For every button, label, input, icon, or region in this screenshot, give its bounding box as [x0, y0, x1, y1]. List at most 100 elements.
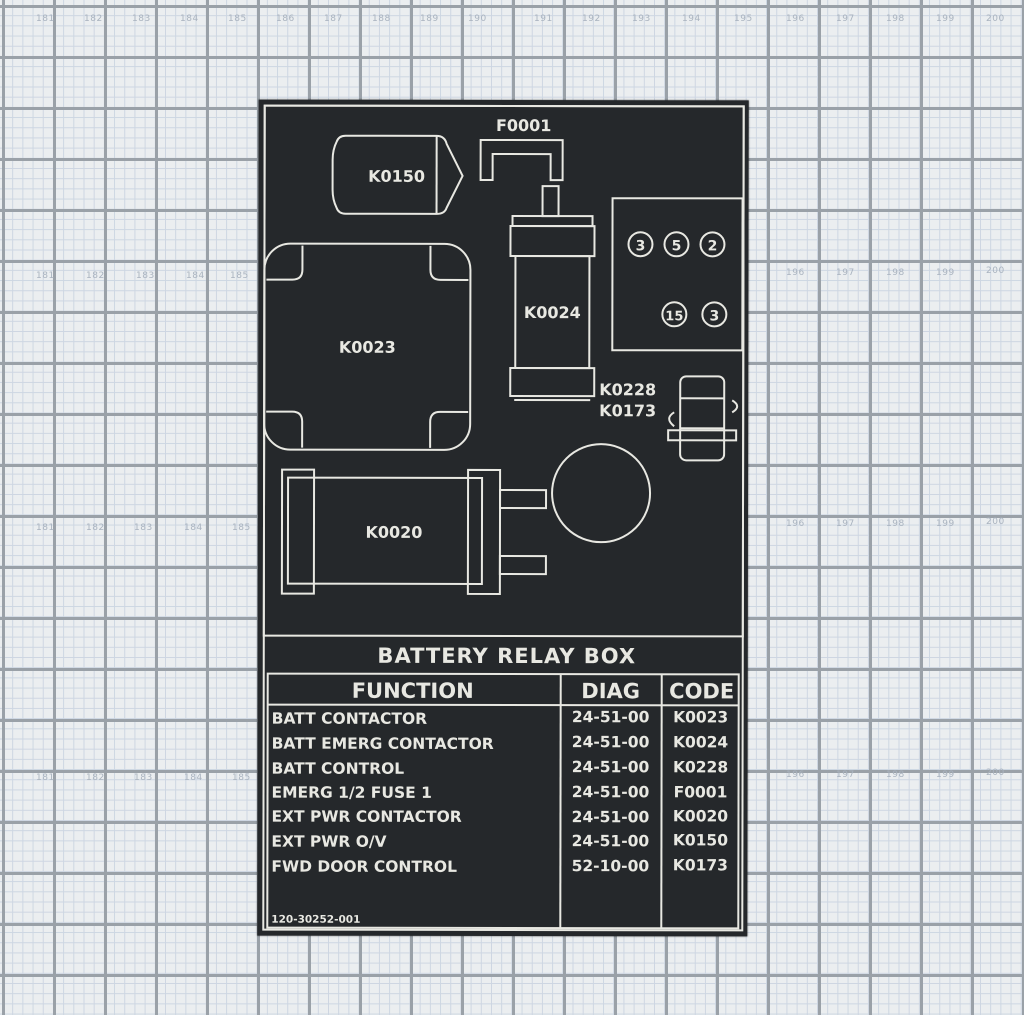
grid-number: 181 — [36, 271, 55, 281]
k0020-contactor-shape — [280, 468, 548, 595]
row-diag: 24-51-00 — [572, 783, 650, 801]
k0150-label: K0150 — [368, 167, 425, 186]
grid-number: 199 — [936, 770, 955, 780]
terminal-5 — [663, 231, 690, 258]
grid-number: 197 — [836, 14, 855, 24]
table-row: FWD DOOR CONTROL 52-10-00 K0173 — [271, 856, 728, 876]
row-function: BATT CONTROL — [272, 760, 405, 778]
grid-number: 196 — [786, 519, 805, 529]
battery-relay-box-placard: K0150 F0001 K0024 K0023 K0228 K0173 K002… — [257, 99, 749, 937]
row-code: K0023 — [673, 708, 728, 726]
grid-number: 196 — [786, 770, 805, 780]
header-code: CODE — [669, 679, 734, 703]
k0228-k0173-relay-shape — [667, 375, 739, 462]
k0023-label: K0023 — [339, 338, 396, 357]
k0024-relay-shape — [509, 185, 596, 402]
k0020-label: K0020 — [365, 523, 422, 542]
round-component — [551, 443, 652, 544]
k0150-relay-shape — [331, 134, 464, 215]
grid-number: 183 — [134, 523, 153, 533]
part-number: 120-30252-001 — [271, 914, 360, 926]
grid-number: 200 — [986, 768, 1005, 778]
terminal-2 — [699, 231, 726, 258]
row-diag: 24-51-00 — [572, 708, 650, 726]
grid-number: 185 — [230, 271, 249, 281]
grid-number: 198 — [886, 268, 905, 278]
grid-number: 185 — [228, 14, 247, 24]
terminal-number: 3 — [709, 308, 719, 324]
terminal-number: 15 — [665, 309, 683, 324]
terminal-number: 2 — [708, 238, 718, 254]
header-function: FUNCTION — [352, 679, 474, 703]
grid-number: 197 — [836, 268, 855, 278]
grid-number: 187 — [324, 14, 343, 24]
row-code: K0228 — [673, 758, 728, 776]
grid-number: 195 — [734, 14, 753, 24]
terminal-number: 3 — [636, 238, 646, 254]
grid-number: 199 — [936, 519, 955, 529]
grid-number: 196 — [786, 14, 805, 24]
grid-number: 183 — [136, 271, 155, 281]
grid-number: 184 — [180, 14, 199, 24]
grid-number: 200 — [986, 266, 1005, 276]
grid-number: 199 — [936, 268, 955, 278]
row-code: K0150 — [673, 831, 728, 849]
row-function: BATT CONTACTOR — [272, 710, 428, 728]
k0173-label: K0173 — [599, 401, 656, 420]
row-function: FWD DOOR CONTROL — [271, 858, 457, 876]
function-table-grid — [266, 672, 740, 930]
grid-number: 181 — [36, 773, 55, 783]
grid-number: 189 — [420, 14, 439, 24]
table-row: EXT PWR O/V 24-51-00 K0150 — [271, 831, 728, 851]
f0001-fuse-shape — [479, 138, 564, 182]
grid-number: 197 — [836, 770, 855, 780]
table-row: EMERG 1/2 FUSE 1 24-51-00 F0001 — [272, 783, 728, 802]
grid-number: 181 — [36, 14, 55, 24]
header-diag: DIAG — [581, 679, 640, 703]
table-row: EXT PWR CONTACTOR 24-51-00 K0020 — [271, 807, 728, 826]
grid-number: 190 — [468, 14, 487, 24]
grid-number: 193 — [632, 14, 651, 24]
grid-number: 182 — [86, 271, 105, 281]
table-row: BATT EMERG CONTACTOR 24-51-00 K0024 — [272, 733, 729, 753]
row-diag: 24-51-00 — [572, 733, 650, 751]
row-code: F0001 — [674, 783, 728, 801]
terminal-3b — [701, 301, 728, 328]
f0001-label: F0001 — [496, 116, 552, 135]
grid-number: 183 — [132, 14, 151, 24]
grid-number: 184 — [184, 773, 203, 783]
row-diag: 24-51-00 — [572, 808, 650, 826]
grid-number: 185 — [232, 523, 251, 533]
row-code: K0020 — [673, 807, 728, 825]
grid-number: 198 — [886, 14, 905, 24]
grid-number: 182 — [84, 14, 103, 24]
grid-number: 185 — [232, 773, 251, 783]
table-row: BATT CONTROL 24-51-00 K0228 — [272, 758, 729, 778]
grid-number: 200 — [986, 517, 1005, 527]
placard-drawing: K0150 F0001 K0024 K0023 K0228 K0173 K002… — [262, 104, 745, 932]
grid-number: 184 — [184, 523, 203, 533]
grid-number: 182 — [86, 523, 105, 533]
row-diag: 24-51-00 — [572, 758, 650, 776]
grid-number: 188 — [372, 14, 391, 24]
terminal-3a — [627, 231, 654, 258]
k0228-label: K0228 — [599, 380, 656, 399]
k0023-contactor-shape — [263, 242, 472, 451]
row-function: EXT PWR O/V — [271, 833, 386, 851]
grid-number: 181 — [36, 523, 55, 533]
row-function: EXT PWR CONTACTOR — [271, 808, 461, 826]
grid-number: 199 — [936, 14, 955, 24]
table-row: BATT CONTACTOR 24-51-00 K0023 — [272, 708, 729, 728]
grid-number: 184 — [186, 271, 205, 281]
k0024-label: K0024 — [524, 303, 581, 322]
grid-number: 194 — [682, 14, 701, 24]
grid-number: 186 — [276, 14, 295, 24]
row-code: K0173 — [673, 856, 728, 874]
row-diag: 52-10-00 — [572, 857, 650, 875]
grid-number: 191 — [534, 14, 553, 24]
grid-number: 200 — [986, 14, 1005, 24]
grid-number: 198 — [886, 770, 905, 780]
grid-number: 182 — [86, 773, 105, 783]
terminal-number: 5 — [672, 238, 682, 254]
